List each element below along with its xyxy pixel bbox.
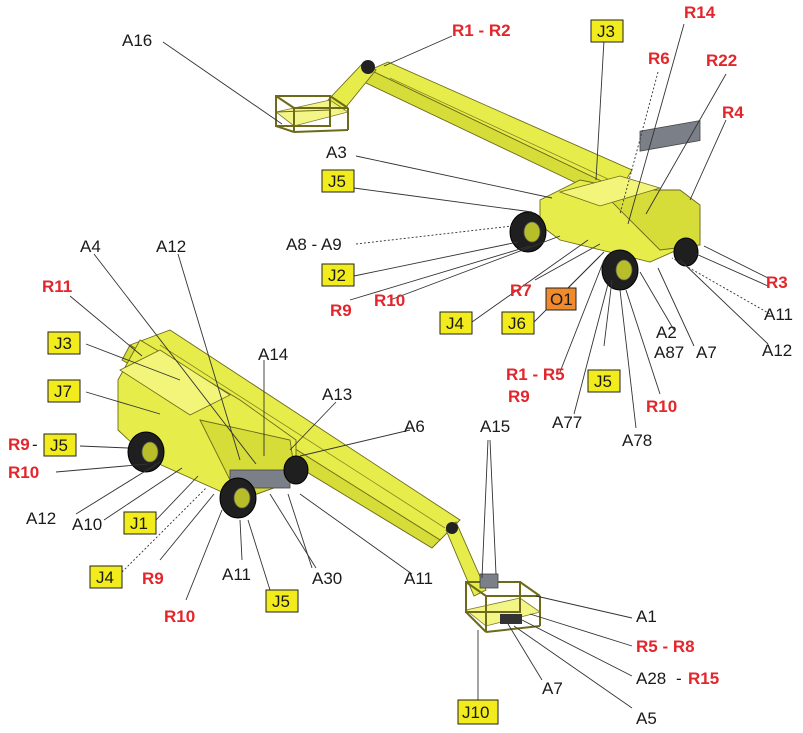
label-A16: A16	[122, 31, 152, 50]
label-J5-mid: J5	[594, 372, 612, 391]
label-J4-top: J4	[446, 314, 464, 333]
label-A30: A30	[312, 569, 342, 588]
label-R11: R11	[42, 277, 72, 296]
label-J3-top: J3	[597, 22, 615, 41]
label-A7-top: A7	[696, 343, 717, 362]
tag-J5-left	[43, 433, 77, 457]
bottom-wheel-rear	[283, 455, 309, 485]
label-A87: A87	[654, 343, 684, 362]
label-J7: J7	[54, 382, 72, 401]
label-R9-bot: R9	[142, 569, 164, 588]
label-A10: A10	[72, 515, 102, 534]
label-J6: J6	[508, 314, 526, 333]
label-A1: A1	[636, 607, 657, 626]
bottom-basket	[465, 573, 541, 633]
tag-J5-mid	[587, 369, 621, 393]
label-R1-R5: R1 - R5	[506, 365, 565, 384]
top-basket	[275, 95, 349, 133]
label-A11-bot2: A11	[404, 569, 433, 588]
label-A12-mid: A12	[156, 237, 186, 256]
top-boom	[368, 61, 633, 191]
label-A6: A6	[404, 417, 425, 436]
bottom-machine	[117, 329, 541, 633]
label-R10-mid: R10	[646, 397, 677, 416]
label-J1: J1	[130, 514, 148, 533]
tag-J2	[321, 263, 355, 287]
label-A7-bot: A7	[542, 679, 563, 698]
label-A77: A77	[552, 413, 582, 432]
label-A11-top: A11	[764, 305, 793, 324]
tag-J10	[457, 699, 499, 725]
label-A28: A28	[636, 669, 666, 688]
tag-O1	[545, 287, 577, 311]
tag-J3-top	[590, 19, 624, 43]
label-R4: R4	[722, 103, 744, 122]
tag-J4-bot	[89, 565, 123, 589]
top-turret	[598, 189, 701, 251]
label-A3: A3	[326, 143, 347, 162]
label-R5-R8: R5 - R8	[636, 637, 695, 656]
label-J10: J10	[462, 703, 489, 722]
label-R6: R6	[648, 49, 670, 68]
label-A5: A5	[636, 709, 657, 728]
label-J4-bot: J4	[96, 568, 114, 587]
label-R10-bot: R10	[164, 607, 195, 626]
label-R10-top: R10	[374, 291, 405, 310]
label-A2: A2	[656, 323, 677, 342]
label-R1-R2: R1 - R2	[452, 21, 511, 40]
label-R9-mid: R9	[508, 387, 530, 406]
label-A4: A4	[80, 237, 101, 256]
label-dash-bot: -	[676, 669, 682, 688]
label-dash-left: -	[32, 435, 38, 454]
label-R3: R3	[766, 273, 788, 292]
label-R10-left: R10	[8, 463, 39, 482]
label-R14: R14	[684, 3, 716, 22]
tag-J5-top	[321, 169, 355, 193]
label-R22: R22	[706, 51, 737, 70]
label-O1: O1	[550, 290, 573, 309]
top-wheel-rear	[673, 237, 699, 267]
label-R7: R7	[510, 281, 532, 300]
tag-J4-top	[439, 311, 473, 335]
tag-J3-left	[47, 331, 81, 355]
label-R9-top: R9	[330, 301, 352, 320]
label-A12-bot: A12	[26, 509, 56, 528]
label-A13: A13	[322, 385, 352, 404]
label-R9-left: R9	[8, 435, 30, 454]
label-A8-A9: A8 - A9	[286, 235, 342, 254]
label-J2: J2	[328, 266, 346, 285]
leader-lines	[55, 23, 771, 709]
label-A15: A15	[480, 417, 510, 436]
label-A11-bot1: A11	[222, 565, 251, 584]
top-machine	[275, 60, 701, 291]
tag-J6	[501, 311, 535, 335]
tag-J1	[123, 511, 157, 535]
tag-J5-bot	[265, 589, 299, 613]
label-J3-left: J3	[54, 334, 72, 353]
label-A78: A78	[622, 431, 652, 450]
label-A14: A14	[258, 345, 288, 364]
tag-J7	[47, 379, 81, 403]
callout-labels: A16 R1 - R2 J3 R14 R6 R22 R4 A3 J5 A8 - …	[8, 3, 793, 728]
label-J5-bot: J5	[272, 592, 290, 611]
label-J5-top: J5	[328, 172, 346, 191]
label-R15: R15	[688, 669, 719, 688]
label-A12-top: A12	[762, 341, 792, 360]
label-J5-left: J5	[50, 436, 68, 455]
